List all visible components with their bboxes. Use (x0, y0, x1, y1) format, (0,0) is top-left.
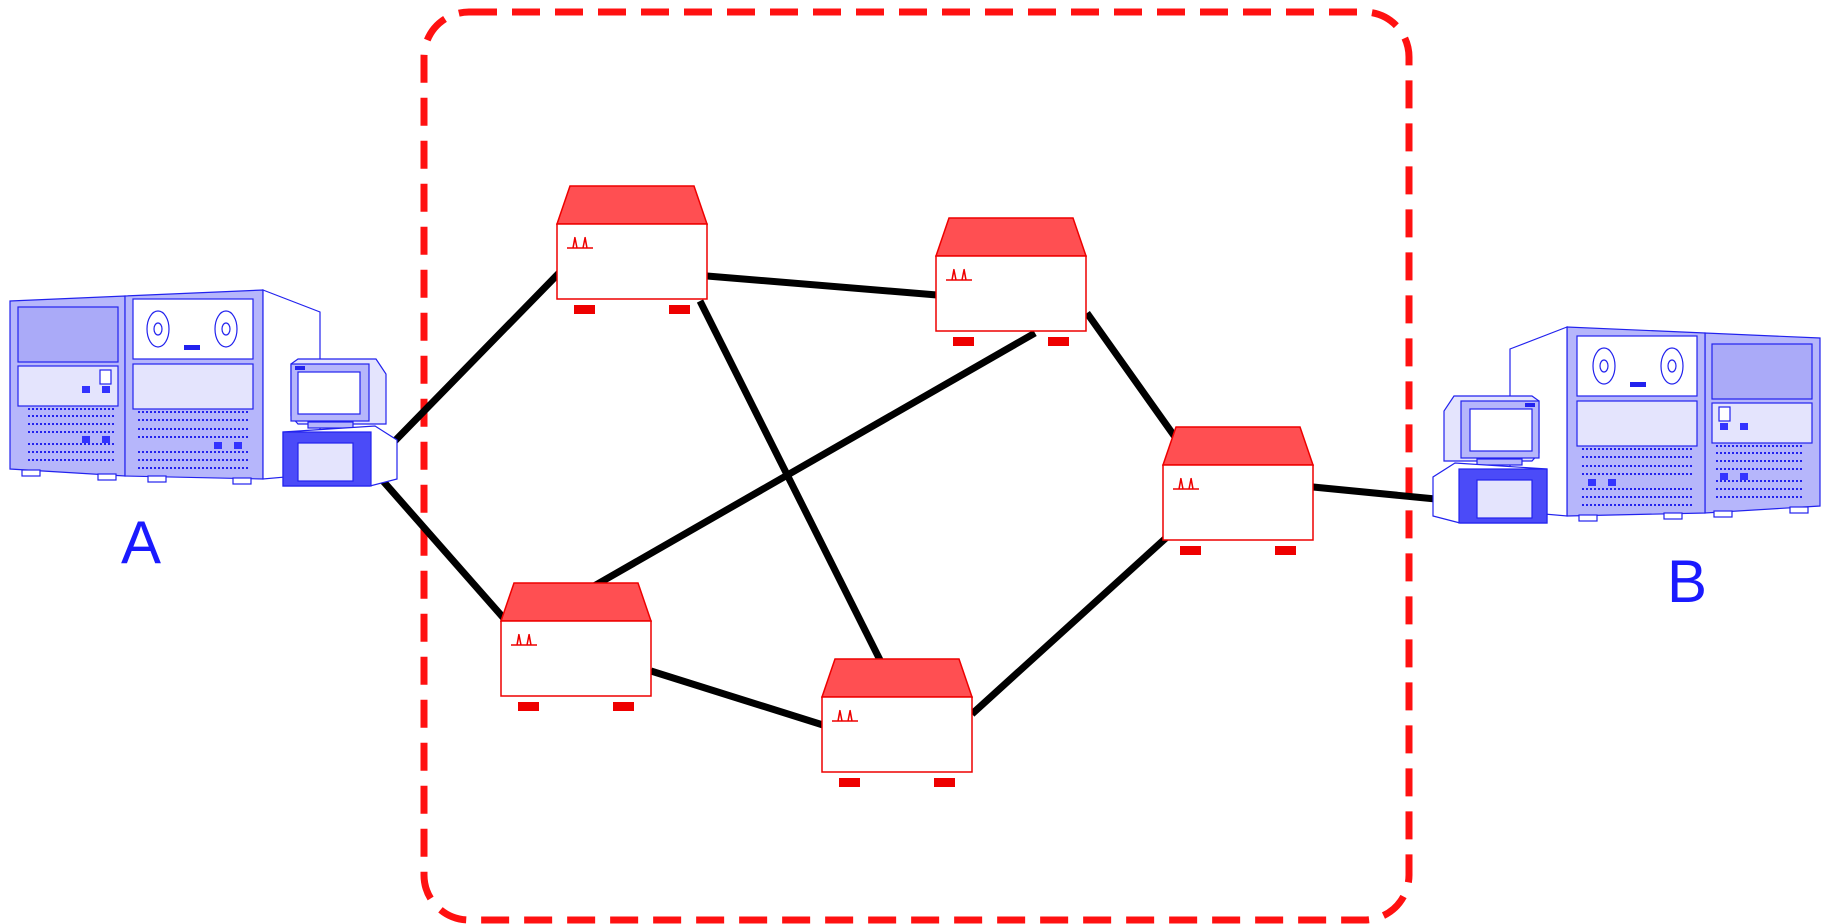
link-r3-b (1312, 483, 1447, 504)
router-icon (556, 185, 708, 315)
link-r1-r2 (706, 272, 938, 299)
link-a-r1 (383, 269, 563, 453)
link-r2-r4 (592, 329, 1037, 590)
host-b (1432, 326, 1821, 524)
link-r5-r3 (969, 534, 1170, 717)
network-links (380, 269, 1447, 729)
mainframe-host-icon (1432, 326, 1821, 524)
link-r1-r5 (696, 299, 884, 662)
router-r4 (500, 582, 652, 712)
host-b-label: B (1667, 548, 1707, 615)
router-r1 (556, 185, 708, 315)
router-icon (935, 217, 1087, 347)
router-icon (1162, 426, 1314, 556)
router-r5 (821, 658, 973, 788)
link-r4-r5 (649, 667, 825, 729)
host-a (9, 289, 398, 487)
router-r2 (935, 217, 1087, 347)
host-a-label: A (121, 509, 161, 576)
router-icon (821, 658, 973, 788)
link-a-r4 (380, 478, 511, 626)
router-r3 (1162, 426, 1314, 556)
mainframe-host-icon (9, 289, 398, 487)
network-cloud-boundary (420, 8, 1413, 924)
router-icon (500, 582, 652, 712)
link-r2-r3 (1084, 310, 1178, 440)
